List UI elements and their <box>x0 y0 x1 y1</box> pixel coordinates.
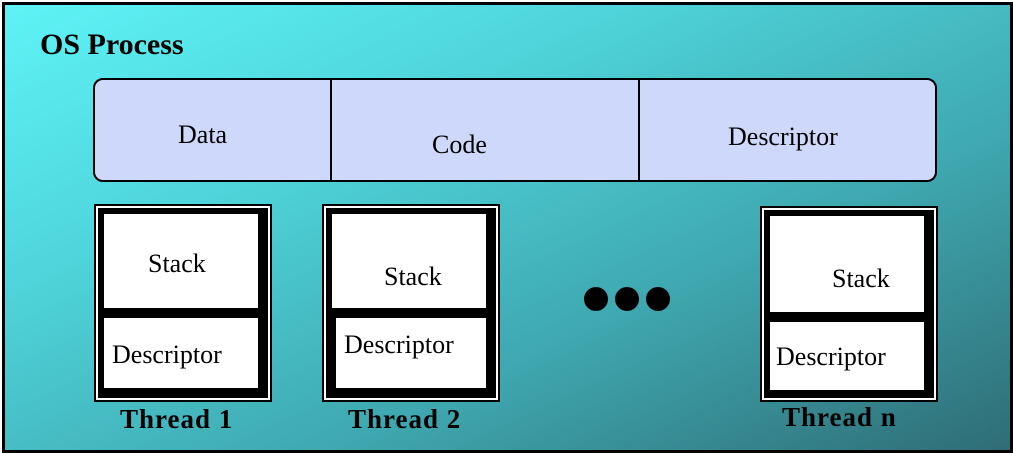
thread-1-stack: Stack <box>102 212 260 310</box>
thread-n-stack: Stack <box>768 214 926 314</box>
segment-code: Code <box>432 130 487 159</box>
stack-label: Stack <box>384 262 442 291</box>
thread-2-stack: Stack <box>330 212 488 310</box>
ellipsis-dot <box>584 287 608 311</box>
thread-1-box: Stack Descriptor <box>94 204 272 402</box>
ellipsis-dot <box>615 287 639 311</box>
thread-2-box: Stack Descriptor <box>322 204 500 402</box>
stack-label: Stack <box>832 264 890 293</box>
segment-descriptor: Descriptor <box>728 122 838 151</box>
thread-2-label: Thread 2 <box>348 404 462 434</box>
process-segments-bar <box>93 78 937 182</box>
segment-divider <box>330 78 332 182</box>
stack-label: Stack <box>148 249 206 278</box>
thread-n-label: Thread n <box>782 402 897 432</box>
thread-n-descriptor: Descriptor <box>768 320 926 392</box>
segment-data: Data <box>178 120 228 149</box>
thread-1-label: Thread 1 <box>120 404 234 434</box>
segment-divider <box>638 78 640 182</box>
descriptor-label: Descriptor <box>776 342 886 371</box>
thread-1-descriptor: Descriptor <box>102 316 260 390</box>
thread-2-descriptor: Descriptor <box>334 316 488 390</box>
descriptor-label: Descriptor <box>344 330 454 359</box>
descriptor-label: Descriptor <box>112 340 222 369</box>
process-title: OS Process <box>40 28 184 61</box>
ellipsis-dot <box>646 287 670 311</box>
thread-n-box: Stack Descriptor <box>760 206 938 402</box>
